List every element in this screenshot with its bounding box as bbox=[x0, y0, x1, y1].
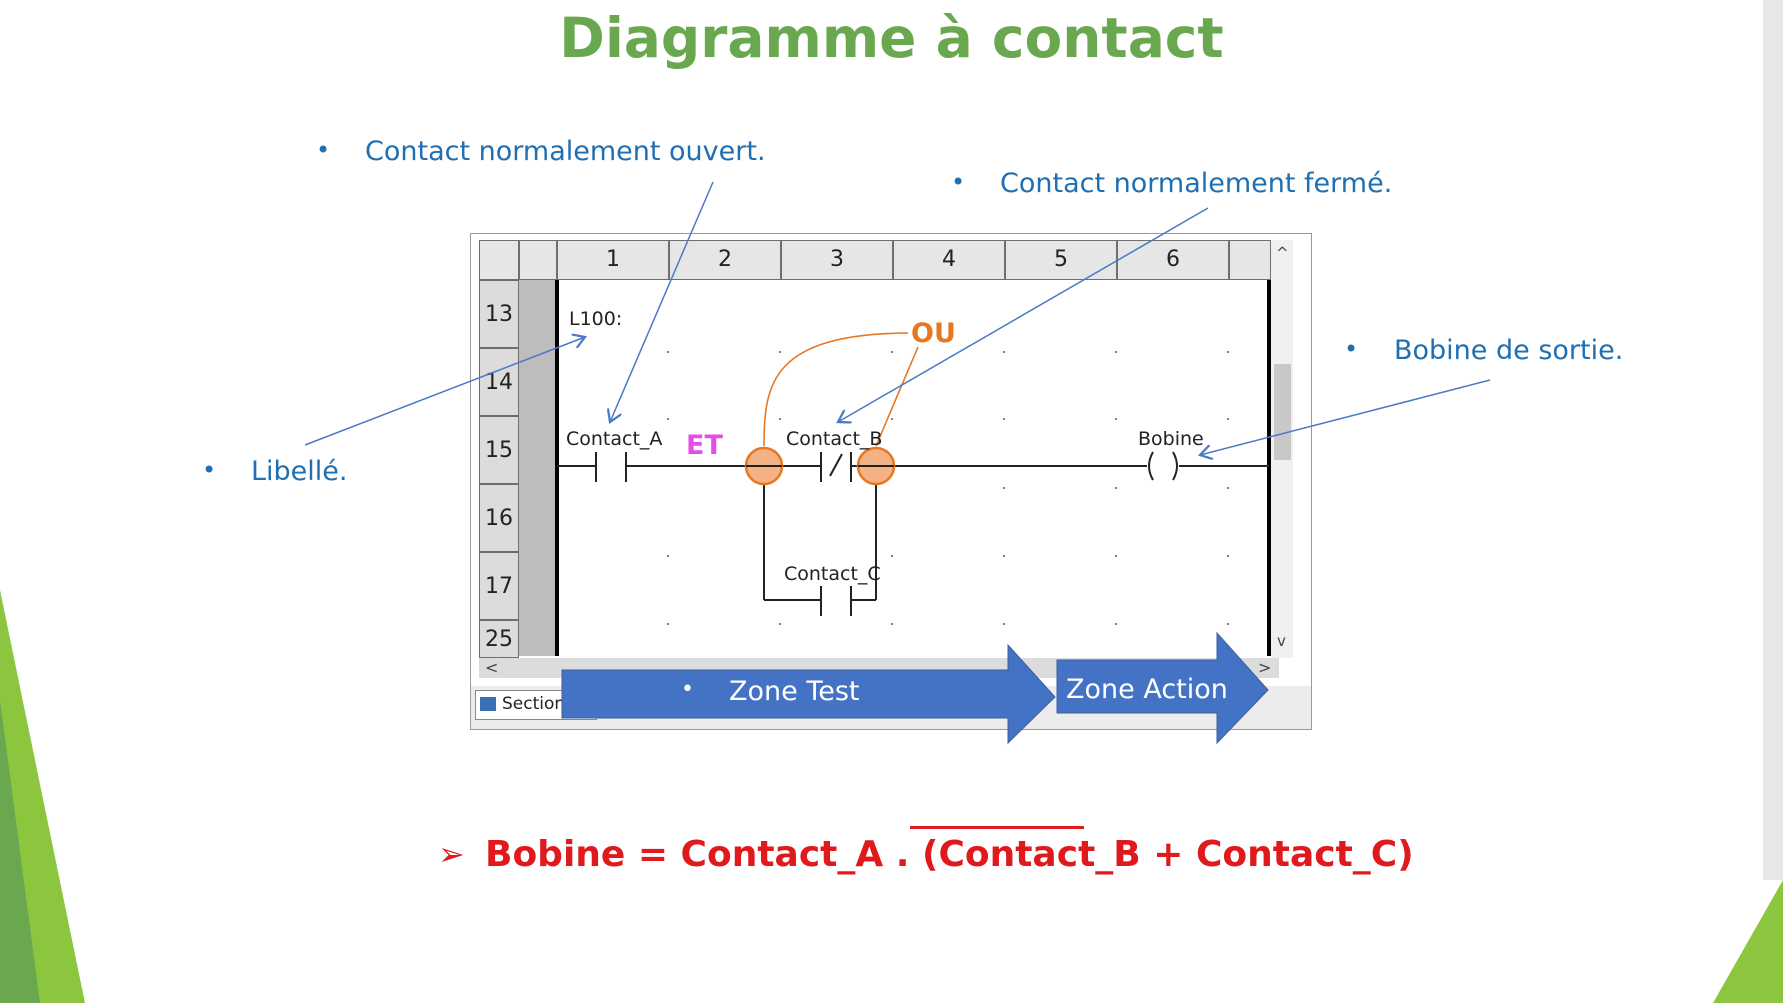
negation-bar bbox=[910, 826, 1084, 829]
ladder-editor: 1 2 3 4 5 6 13 14 15 16 17 25 bbox=[470, 233, 1312, 730]
scroll-right-button[interactable]: > bbox=[1258, 658, 1272, 677]
row-header-25[interactable]: 25 bbox=[479, 620, 519, 658]
ou-label: OU bbox=[911, 318, 956, 349]
right-decoration bbox=[1713, 0, 1783, 1003]
row-header-17[interactable]: 17 bbox=[479, 552, 519, 620]
bullet-contact-no: Contact normalement ouvert. bbox=[365, 136, 766, 167]
corner-cell-2 bbox=[519, 240, 557, 280]
scroll-down-button[interactable]: v bbox=[1277, 632, 1286, 650]
bullet-contact-nf-dot: • bbox=[951, 168, 966, 196]
left-decoration bbox=[0, 590, 85, 1003]
bullet-contact-no-dot: • bbox=[316, 136, 331, 164]
scroll-left-button[interactable]: < bbox=[485, 658, 499, 677]
corner-cell bbox=[479, 240, 519, 280]
bullet-contact-nf: Contact normalement fermé. bbox=[1000, 168, 1393, 199]
zone-test-dot: • bbox=[681, 677, 694, 702]
section-icon bbox=[480, 697, 496, 711]
contact-b-label: Contact_B bbox=[786, 428, 883, 450]
zone-action-label: Zone Action bbox=[1066, 674, 1228, 705]
bullet-libelle-dot: • bbox=[202, 456, 217, 484]
contact-c-label: Contact_C bbox=[784, 563, 881, 585]
zone-test-label: Zone Test bbox=[729, 676, 860, 707]
bullet-bobine: Bobine de sortie. bbox=[1394, 335, 1624, 366]
section-tab[interactable]: Section_ bbox=[475, 690, 597, 720]
bullet-libelle: Libellé. bbox=[251, 456, 348, 487]
section-tab-label: Section_ bbox=[502, 694, 574, 714]
main-rung bbox=[557, 451, 1269, 616]
rung-label: L100: bbox=[569, 308, 623, 330]
boolean-formula: Bobine = Contact_A . (Contact_B + Contac… bbox=[485, 834, 1414, 875]
bullet-bobine-dot: • bbox=[1344, 335, 1359, 363]
row-header-16[interactable]: 16 bbox=[479, 484, 519, 552]
column-header-7 bbox=[1229, 240, 1271, 280]
page-title: Diagramme à contact bbox=[559, 6, 1224, 70]
scroll-up-button[interactable]: ^ bbox=[1276, 244, 1289, 262]
contact-a-label: Contact_A bbox=[566, 428, 663, 450]
et-label: ET bbox=[686, 430, 723, 461]
formula-arrow: ➢ bbox=[438, 835, 465, 873]
coil-label: Bobine bbox=[1138, 428, 1204, 450]
